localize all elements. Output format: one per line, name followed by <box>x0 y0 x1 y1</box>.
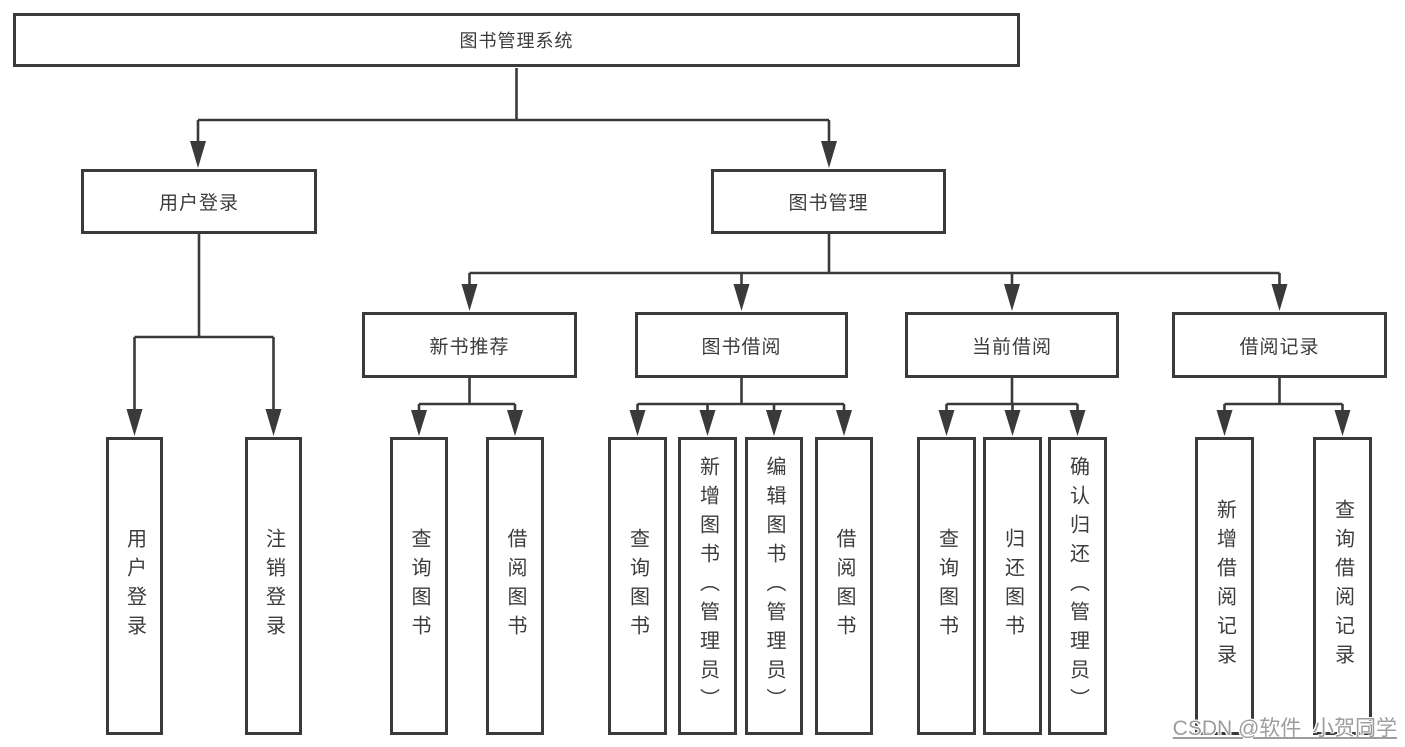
arrowhead <box>507 410 523 436</box>
arrowhead <box>461 284 478 311</box>
connector-user-login-to-leaves <box>126 234 282 436</box>
arrowhead <box>411 410 427 436</box>
arrowhead <box>1216 410 1233 436</box>
arrowhead <box>733 284 750 311</box>
node-root-label: 图书管理系统 <box>459 31 574 51</box>
leaf-user-login-label: 用户登录 <box>123 528 146 644</box>
leaf-query-borrow-record-label: 查询借阅记录 <box>1331 499 1354 673</box>
leaf-query-books-current-label: 查询图书 <box>935 528 958 644</box>
connector-borrow-records-to-leaves <box>1216 378 1351 436</box>
leaf-return-book: 归还图书 <box>983 437 1042 735</box>
arrowhead <box>1334 410 1351 436</box>
leaf-borrow-books-2: 借阅图书 <box>815 437 873 735</box>
leaf-edit-book-admin: 编辑图书（管理员） <box>745 437 803 735</box>
leaf-borrow-books-2-label: 借阅图书 <box>833 528 855 644</box>
leaf-query-books-current: 查询图书 <box>917 437 976 735</box>
connector-root-to-level1 <box>190 68 837 168</box>
arrowhead <box>836 410 852 436</box>
leaf-query-borrow-record: 查询借阅记录 <box>1313 437 1372 735</box>
node-borrow-records-label: 借阅记录 <box>1239 336 1320 358</box>
node-new-book-recommend-label: 新书推荐 <box>429 336 510 358</box>
arrowhead <box>629 410 646 436</box>
leaf-add-borrow-record: 新增借阅记录 <box>1195 437 1254 735</box>
leaf-query-books-borrow: 查询图书 <box>608 437 667 735</box>
arrowhead <box>126 409 143 436</box>
node-book-management-label: 图书管理 <box>788 193 869 214</box>
leaf-logout-label: 注销登录 <box>262 528 285 644</box>
node-current-borrow: 当前借阅 <box>905 312 1119 378</box>
arrowhead <box>190 141 206 168</box>
node-book-management: 图书管理 <box>711 169 946 234</box>
leaf-user-login: 用户登录 <box>106 437 163 735</box>
arrowhead <box>766 410 782 436</box>
leaf-return-book-label: 归还图书 <box>1001 528 1024 644</box>
arrowhead <box>1271 284 1288 311</box>
leaf-add-book-admin: 新增图书（管理员） <box>678 437 737 735</box>
node-new-book-recommend: 新书推荐 <box>362 312 577 378</box>
leaf-borrow-books-recommend: 借阅图书 <box>486 437 544 735</box>
connector-new-book-recommend-to-leaves <box>411 378 523 436</box>
connector-current-borrow-to-leaves <box>938 378 1086 436</box>
node-current-borrow-label: 当前借阅 <box>971 336 1052 358</box>
leaf-edit-book-admin-label: 编辑图书（管理员） <box>763 455 785 717</box>
arrowhead <box>699 410 716 436</box>
leaf-query-books-recommend: 查询图书 <box>390 437 448 735</box>
leaf-add-borrow-record-label: 新增借阅记录 <box>1213 499 1236 673</box>
leaf-query-books-borrow-label: 查询图书 <box>626 528 649 644</box>
arrowhead <box>938 410 955 436</box>
leaf-confirm-return-admin-label: 确认归还（管理员） <box>1066 455 1089 717</box>
node-book-borrow: 图书借阅 <box>635 312 848 378</box>
node-book-borrow-label: 图书借阅 <box>701 336 782 358</box>
arrowhead <box>1069 410 1086 436</box>
leaf-borrow-books-recommend-label: 借阅图书 <box>504 528 526 644</box>
node-user-login-label: 用户登录 <box>158 193 239 214</box>
arrowhead <box>1004 284 1020 311</box>
leaf-add-book-admin-label: 新增图书（管理员） <box>696 455 719 717</box>
csdn-watermark: CSDN @软件_小贺同学 <box>1172 717 1397 740</box>
connector-book-management-to-level2 <box>461 234 1288 311</box>
node-borrow-records: 借阅记录 <box>1172 312 1387 378</box>
leaf-query-books-recommend-label: 查询图书 <box>408 528 430 644</box>
arrowhead <box>265 409 282 436</box>
arrowhead <box>821 141 837 168</box>
leaf-logout: 注销登录 <box>245 437 302 735</box>
node-user-login: 用户登录 <box>81 169 317 234</box>
arrowhead <box>1004 410 1021 436</box>
leaf-confirm-return-admin: 确认归还（管理员） <box>1048 437 1107 735</box>
node-root: 图书管理系统 <box>13 13 1020 67</box>
connector-book-borrow-to-leaves <box>629 378 852 436</box>
